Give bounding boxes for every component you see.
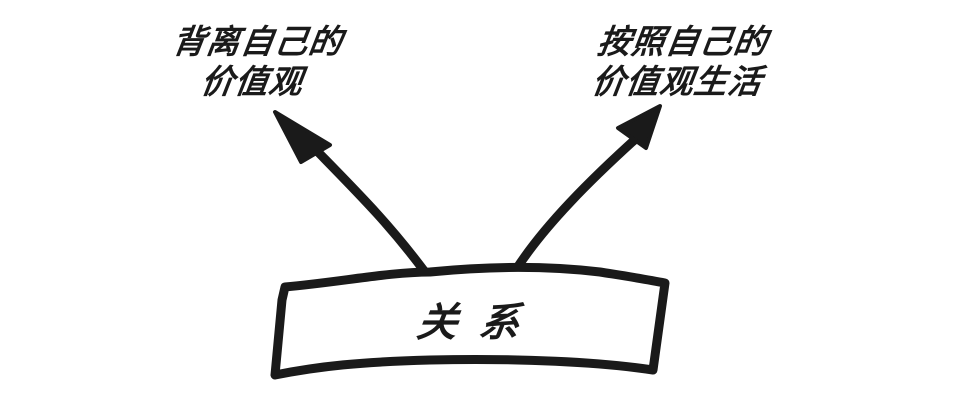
relationship-box	[270, 262, 670, 380]
left-arrow-icon	[273, 110, 430, 277]
right-arrow-icon	[512, 104, 662, 273]
relationship-label: 关系	[414, 300, 545, 346]
